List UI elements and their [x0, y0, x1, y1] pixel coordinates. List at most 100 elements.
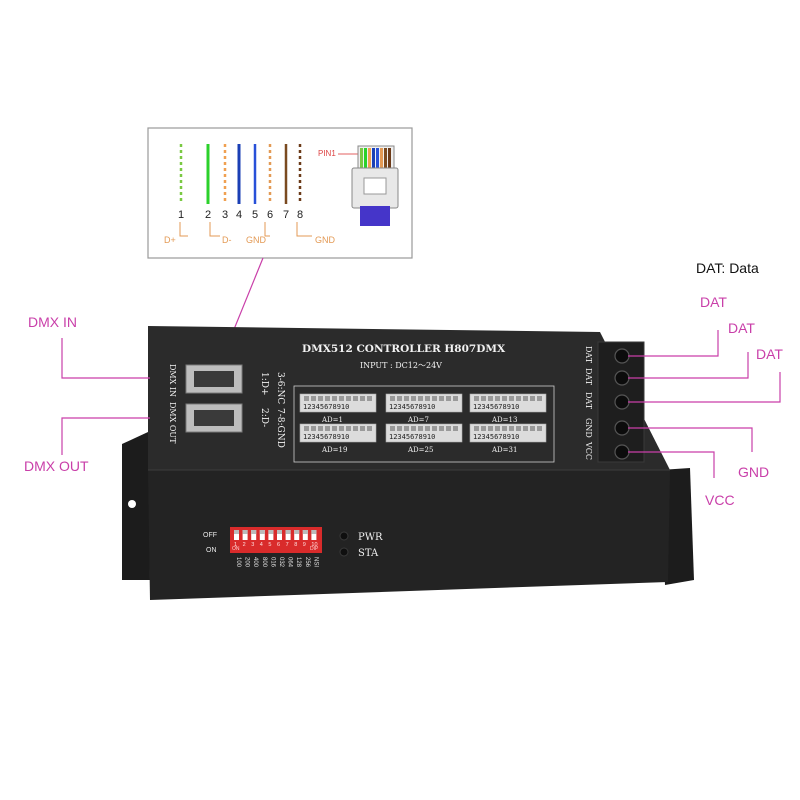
address-table: 12345678910AD=112345678910AD=71234567891…: [293, 385, 555, 463]
rj45-port-out[interactable]: [185, 403, 243, 433]
signal-label-dminus: D-: [222, 235, 232, 245]
signal-label-gnd-mid: GND: [246, 235, 267, 245]
pin-number-7: 7: [283, 209, 289, 221]
address-digits: 12345678910: [473, 433, 519, 441]
port-label-out: DMX OUT: [168, 402, 177, 444]
address-digits: 12345678910: [473, 403, 519, 411]
port-label-in: DMX IN: [168, 364, 177, 397]
dip-number-9: 9: [303, 542, 306, 548]
callout-dat-2: DAT: [728, 320, 755, 336]
dip-slot-6: [277, 530, 282, 540]
callout-dat-legend: DAT: Data: [696, 260, 759, 276]
terminal-label-2: DAT: [584, 368, 593, 386]
dip-value-8: 128: [295, 557, 301, 568]
pin-number-8: 8: [297, 209, 303, 221]
pinmap-3: 3-6:NC: [275, 372, 285, 404]
address-label: AD=1: [321, 416, 343, 424]
callout-dmx-out: DMX OUT: [24, 458, 89, 474]
dip-slot-10: [311, 530, 317, 540]
dip-value-3: 400: [252, 557, 258, 568]
dip-slot-5: [268, 530, 274, 540]
dip-value-6: 032: [278, 557, 284, 568]
dip-number-5: 5: [268, 542, 271, 548]
dip-number-6: 6: [277, 542, 280, 548]
rj45-plug-icon: PIN1: [318, 145, 399, 226]
dip-value-1: 100: [235, 557, 241, 568]
pinmap-4: 7-8:GND: [275, 408, 285, 448]
callout-lines: [61, 330, 781, 478]
signal-label-dplus: D+: [164, 235, 176, 245]
dip-number-3: 3: [251, 542, 254, 548]
terminal-label-1: DAT: [584, 346, 593, 364]
rj45-wire-strips: [179, 144, 302, 204]
callout-vcc: VCC: [705, 492, 735, 508]
dip-value-5: 016: [269, 557, 275, 568]
pin-number-2: 2: [205, 209, 211, 221]
terminal-label-5: VCC: [584, 441, 593, 460]
dip-slot-9: [302, 530, 308, 540]
address-digits: 12345678910: [303, 433, 349, 441]
terminal-screw-1: [614, 348, 630, 364]
address-label: AD=25: [407, 446, 433, 454]
dip-value-2: 200: [244, 557, 250, 568]
dip-slot-8: [294, 530, 300, 540]
address-digits: 12345678910: [303, 403, 349, 411]
pin1-label: PIN1: [318, 149, 336, 158]
led-label-sta: STA: [358, 548, 379, 559]
dip-slot-4: [259, 530, 265, 540]
callout-gnd: GND: [738, 464, 770, 480]
dip-slot-2: [242, 530, 248, 540]
address-label: AD=19: [321, 446, 347, 454]
signal-label-gnd-right: GND: [315, 235, 336, 245]
callout-dat-3: DAT: [756, 346, 783, 362]
address-label: AD=31: [491, 446, 517, 454]
terminal-screw-2: [614, 370, 630, 386]
callout-dmx-in: DMX IN: [28, 314, 77, 330]
rj45-port-in[interactable]: [185, 364, 243, 394]
led-label-pwr: PWR: [358, 532, 383, 543]
address-label: AD=13: [491, 416, 517, 424]
dip-on-mark: ON: [232, 546, 240, 552]
dip-number-4: 4: [260, 542, 263, 548]
dip-off-label: OFF: [203, 532, 217, 539]
pin-number-1: 1: [178, 209, 184, 221]
dip-on-label: ON: [206, 547, 217, 554]
pin-number-4: 4: [236, 209, 242, 221]
dip-value-9: 256: [304, 557, 310, 568]
dip-slot-3: [251, 530, 257, 540]
device-title: DMX512 CONTROLLER H807DMX: [302, 343, 506, 355]
pin-number-5: 5: [252, 209, 258, 221]
address-digits: 12345678910: [389, 433, 435, 441]
dip-number-2: 2: [243, 542, 246, 548]
terminal-screw-5: [614, 444, 630, 460]
dip-slot-7: [285, 530, 291, 540]
status-leds: PWR STA: [339, 531, 383, 559]
pinmap-1: 1:D+: [259, 372, 269, 396]
dip-slot-1: [234, 530, 239, 540]
dip-number-1: 1: [234, 542, 237, 548]
terminal-label-4: GND: [584, 418, 593, 438]
pinmap-2: 2:D-: [259, 408, 269, 427]
address-digits: 12345678910: [389, 403, 435, 411]
terminal-screw-3: [614, 394, 630, 410]
dip-value-10: NSI: [312, 557, 318, 567]
dip-number-10: 10: [311, 542, 317, 548]
dip-value-7: 064: [287, 557, 293, 568]
callout-dat-1: DAT: [700, 294, 727, 310]
terminal-screw-4: [614, 420, 630, 436]
pin-number-3: 3: [222, 209, 228, 221]
dip-mark: DIP: [310, 546, 319, 552]
terminal-label-3: DAT: [584, 392, 593, 410]
dip-value-4: 800: [261, 557, 267, 568]
dip-number-8: 8: [294, 542, 297, 548]
device-input-rating: INPUT : DC12～24V: [360, 361, 442, 370]
